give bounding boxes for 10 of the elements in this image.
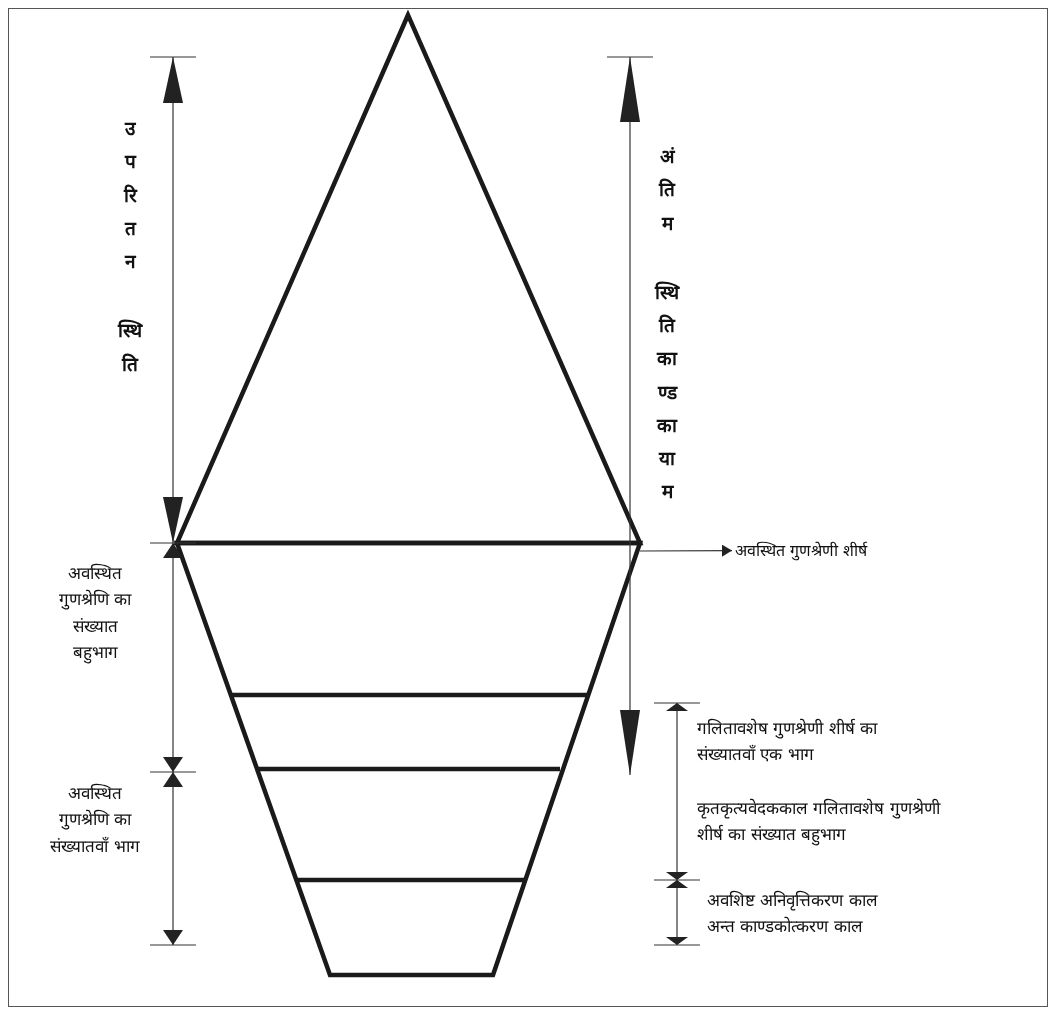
annotation-text: गलितावशेष गुणश्रेणी शीर्ष का संख्यातवाँ एक भाग xyxy=(697,717,879,767)
arrow xyxy=(639,544,733,557)
triangle-trapezoid-drawing xyxy=(173,9,644,978)
annotation-text: अवशिष्ट अनिवृत्तिकरण काल अन्त काण्डकोत्करण काल xyxy=(707,889,879,939)
annotation-text: कृतकृत्यवेदककाल गलितावशेष गुणश्रेणी शीर्ष का संख्यात बहुभाग xyxy=(697,797,942,848)
vertical-text: उपरितन स्थिति xyxy=(116,118,144,377)
vertical-text: अंतिम स्थितिकाण्डकायाम xyxy=(653,146,681,505)
text-label: अवस्थित गुणश्रेणी शीर्ष xyxy=(735,541,868,561)
annotation-text: अवस्थित गुणश्रेणि का संख्यातवाँ भाग xyxy=(50,782,140,858)
annotation-text: अवस्थित गुणश्रेणि का संख्यात बहुभाग xyxy=(57,562,133,666)
